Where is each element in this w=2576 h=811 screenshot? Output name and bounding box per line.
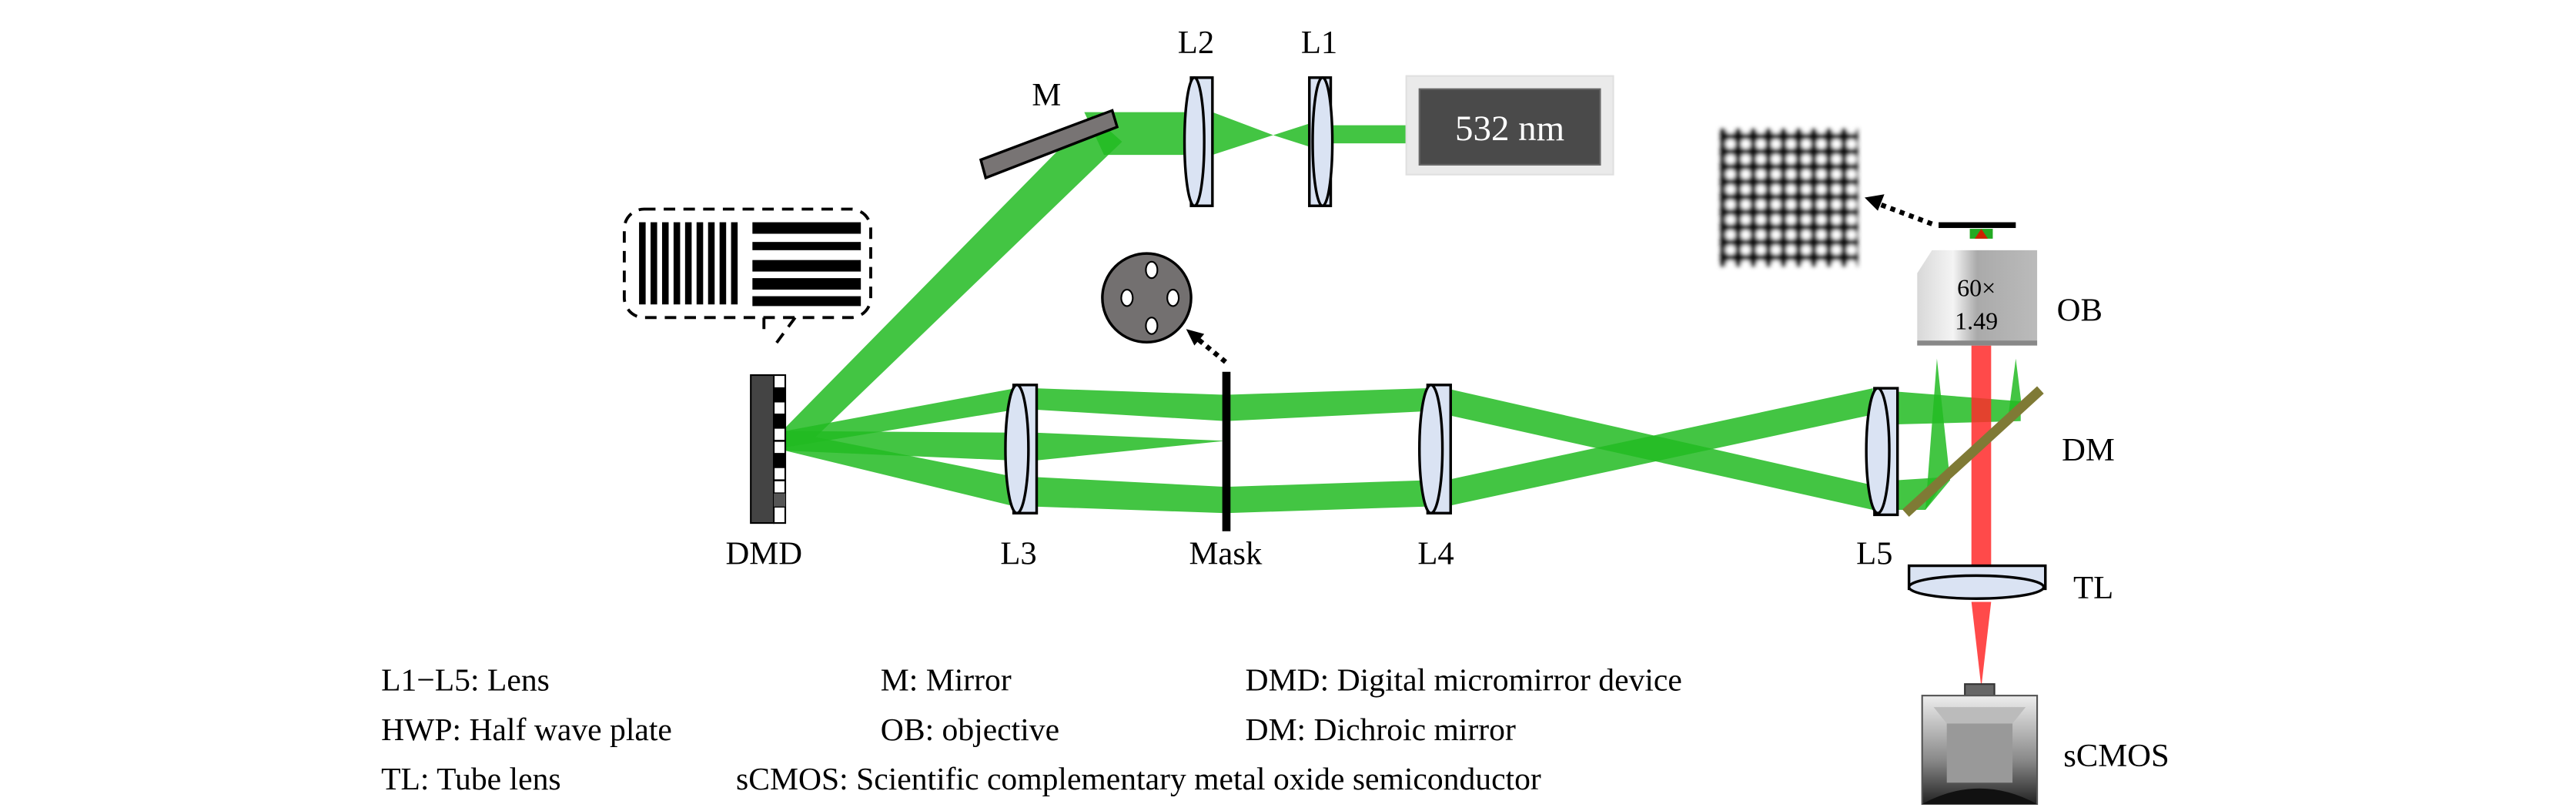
mirror	[979, 109, 1119, 180]
dichroic-mirror	[1902, 386, 2044, 517]
legend-item: sCMOS: Scientific complementary metal ox…	[736, 762, 1541, 797]
legend-item: OB: objective	[881, 712, 1059, 748]
illumination-pattern-image	[1720, 128, 1858, 267]
label-scmos: sCMOS	[2063, 738, 2170, 774]
label-l5: L5	[1856, 535, 1892, 571]
scmos-camera	[1921, 683, 2039, 806]
legend-item: DMD: Digital micromirror device	[1246, 663, 1682, 699]
objective-magnification: 60×	[1957, 274, 1996, 302]
label-dmd: DMD	[726, 535, 803, 571]
label-l3: L3	[1000, 535, 1036, 571]
green-beam-path	[781, 112, 2022, 514]
dmd	[750, 374, 787, 524]
vertical-fringe-pattern	[639, 222, 738, 305]
dotted-arrow-icon	[1186, 329, 1227, 364]
lens-l5	[1865, 387, 1899, 517]
label-l4: L4	[1417, 535, 1454, 571]
legend-item: L1−L5: Lens	[381, 663, 550, 699]
legend: L1−L5: Lens M: Mirror DMD: Digital micro…	[381, 663, 1682, 797]
label-mask: Mask	[1189, 535, 1263, 571]
dotted-arrow-icon	[1865, 194, 1933, 226]
label-mirror: M	[1032, 77, 1061, 113]
legend-item: TL: Tube lens	[381, 762, 561, 797]
lens-l1	[1308, 76, 1334, 207]
legend-item: HWP: Half wave plate	[381, 712, 672, 748]
legend-item: M: Mirror	[881, 663, 1012, 699]
dmd-pattern-callout	[622, 207, 872, 350]
lens-l2	[1183, 76, 1214, 207]
label-l2: L2	[1178, 25, 1214, 61]
lens-l4	[1418, 384, 1452, 514]
sample	[1939, 222, 2016, 239]
tube-lens	[1907, 564, 2047, 600]
mask	[1222, 371, 1231, 531]
label-tl: TL	[2073, 570, 2113, 606]
horizontal-fringe-pattern	[752, 222, 861, 307]
red-emission-beam	[1971, 345, 1992, 688]
objective-na: 1.49	[1955, 307, 1998, 334]
laser-wavelength-label: 532 nm	[1455, 109, 1564, 149]
laser-source: 532 nm	[1405, 75, 1614, 176]
label-dm: DM	[2062, 432, 2115, 468]
objective: 60× 1.49	[1917, 250, 2038, 346]
legend-item: DM: Dichroic mirror	[1246, 712, 1516, 748]
lens-l3	[1004, 384, 1039, 514]
mask-pattern-inset	[1101, 252, 1193, 344]
label-l1: L1	[1301, 25, 1337, 61]
label-ob: OB	[2057, 293, 2103, 329]
